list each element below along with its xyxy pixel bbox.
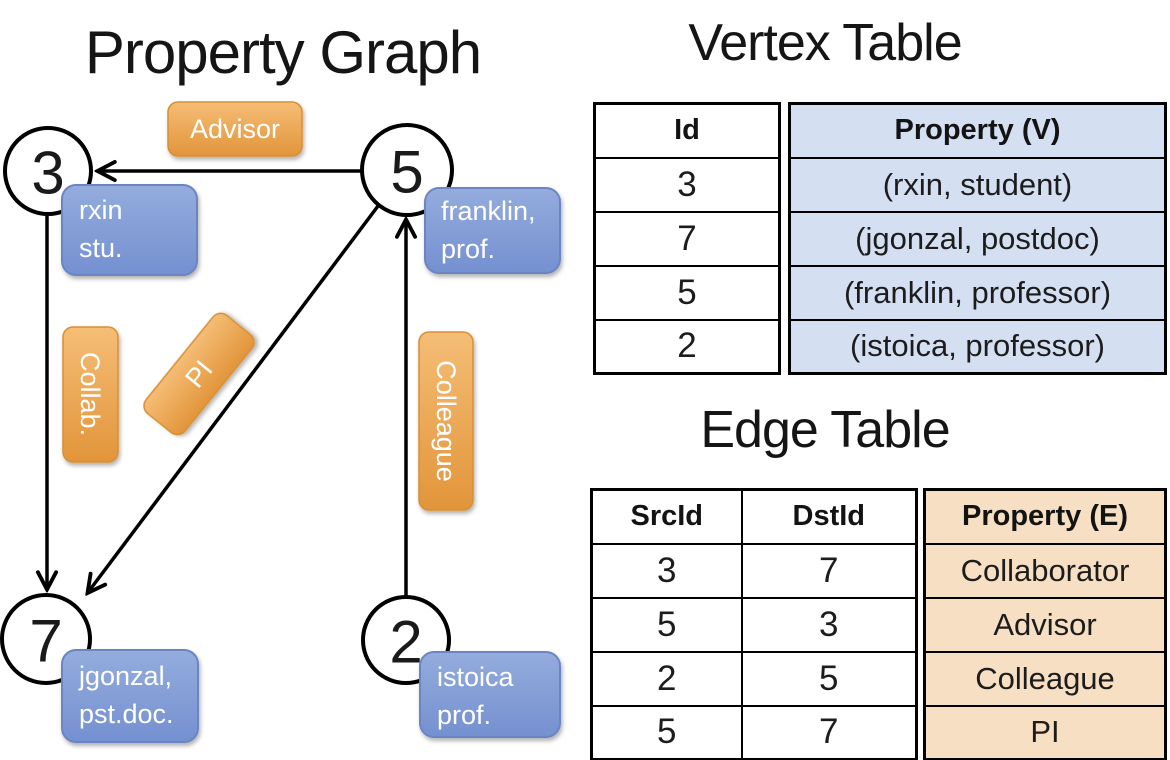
edge-src-cell: 5 — [590, 596, 743, 653]
edge-table-title: Edge Table — [700, 401, 950, 459]
edge-table-id-columns: SrcId DstId 3 7 5 3 2 5 5 7 — [590, 488, 918, 760]
edge-label-colleague: Colleague — [418, 331, 474, 511]
vertex-property-cell: (jgonzal, postdoc) — [788, 210, 1167, 267]
edge-table-property-column: Property (E) Collaborator Advisor Collea… — [923, 488, 1167, 760]
vertex-prop-2-line2: prof. — [437, 700, 491, 730]
vertex-property-cell: (franklin, professor) — [788, 264, 1167, 321]
edge-label-advisor-text: Advisor — [190, 114, 280, 144]
edge-property-cell: Advisor — [923, 596, 1167, 653]
edge-table-property-header: Property (E) — [923, 488, 1167, 545]
vertex-id-3: 3 — [31, 140, 64, 207]
edge-property-cell: Collaborator — [923, 542, 1167, 599]
edge-labels: Advisor Collab. PI Colleague — [62, 101, 474, 511]
vertex-id-cell: 3 — [593, 156, 781, 213]
vertex-prop-5-line1: franklin, — [441, 196, 536, 226]
vertex-property-boxes: rxin stu. franklin, prof. jgonzal, pst.d… — [61, 184, 561, 743]
edge-src-cell: 3 — [590, 542, 743, 599]
edge-src-cell: 2 — [590, 650, 743, 707]
vertex-id-cell: 5 — [593, 264, 781, 321]
vertex-table-id-header: Id — [593, 102, 781, 159]
vertex-prop-box-2: istoica prof. — [419, 651, 561, 738]
vertex-id-5: 5 — [390, 139, 423, 206]
vertex-prop-3-line2: stu. — [79, 233, 123, 263]
edge-label-collab: Collab. — [62, 326, 119, 463]
vertex-prop-box-5: franklin, prof. — [424, 187, 561, 274]
vertex-prop-5-line2: prof. — [441, 234, 495, 264]
edge-label-colleague-text: Colleague — [431, 360, 461, 482]
edge-table-srcid-header: SrcId — [590, 488, 743, 545]
edge-pi-5-to-7 — [89, 204, 380, 591]
edge-property-cell: PI — [923, 704, 1167, 760]
vertex-property-cell: (rxin, student) — [788, 156, 1167, 213]
vertex-prop-box-3: rxin stu. — [61, 184, 198, 276]
vertex-id-cell: 2 — [593, 318, 781, 375]
edge-label-collab-text: Collab. — [75, 352, 105, 436]
property-graph-panel: Property Graph 3 5 7 2 Advisor — [0, 19, 561, 743]
vertex-prop-7-line2: pst.doc. — [79, 699, 174, 729]
vertex-id-2: 2 — [389, 609, 422, 676]
vertex-prop-7-line1: jgonzal, — [78, 661, 172, 691]
vertex-table-title: Vertex Table — [688, 14, 962, 72]
edge-label-pi: PI — [143, 312, 255, 436]
edge-src-cell: 5 — [590, 704, 743, 760]
tables-panel: Vertex Table Id 3 7 5 2 Property (V) (rx… — [585, 0, 1170, 760]
vertex-property-cell: (istoica, professor) — [788, 318, 1167, 375]
vertex-table-property-header: Property (V) — [788, 102, 1167, 159]
vertex-prop-2-line1: istoica — [437, 662, 515, 692]
vertex-table-id-column: Id 3 7 5 2 — [593, 102, 781, 375]
graph-title: Property Graph — [85, 19, 481, 86]
vertex-id-7: 7 — [29, 608, 62, 675]
edge-dst-cell: 5 — [740, 650, 918, 707]
edge-property-cell: Colleague — [923, 650, 1167, 707]
edge-dst-cell: 7 — [740, 542, 918, 599]
edge-dst-cell: 7 — [740, 704, 918, 760]
vertex-table-property-column: Property (V) (rxin, student) (jgonzal, p… — [788, 102, 1167, 375]
edge-label-advisor: Advisor — [167, 101, 303, 157]
edge-dst-cell: 3 — [740, 596, 918, 653]
edge-table-dstid-header: DstId — [740, 488, 918, 545]
vertex-prop-3-line1: rxin — [79, 195, 123, 225]
vertex-id-cell: 7 — [593, 210, 781, 267]
graph-edges — [47, 171, 406, 596]
vertex-prop-box-7: jgonzal, pst.doc. — [61, 649, 199, 743]
